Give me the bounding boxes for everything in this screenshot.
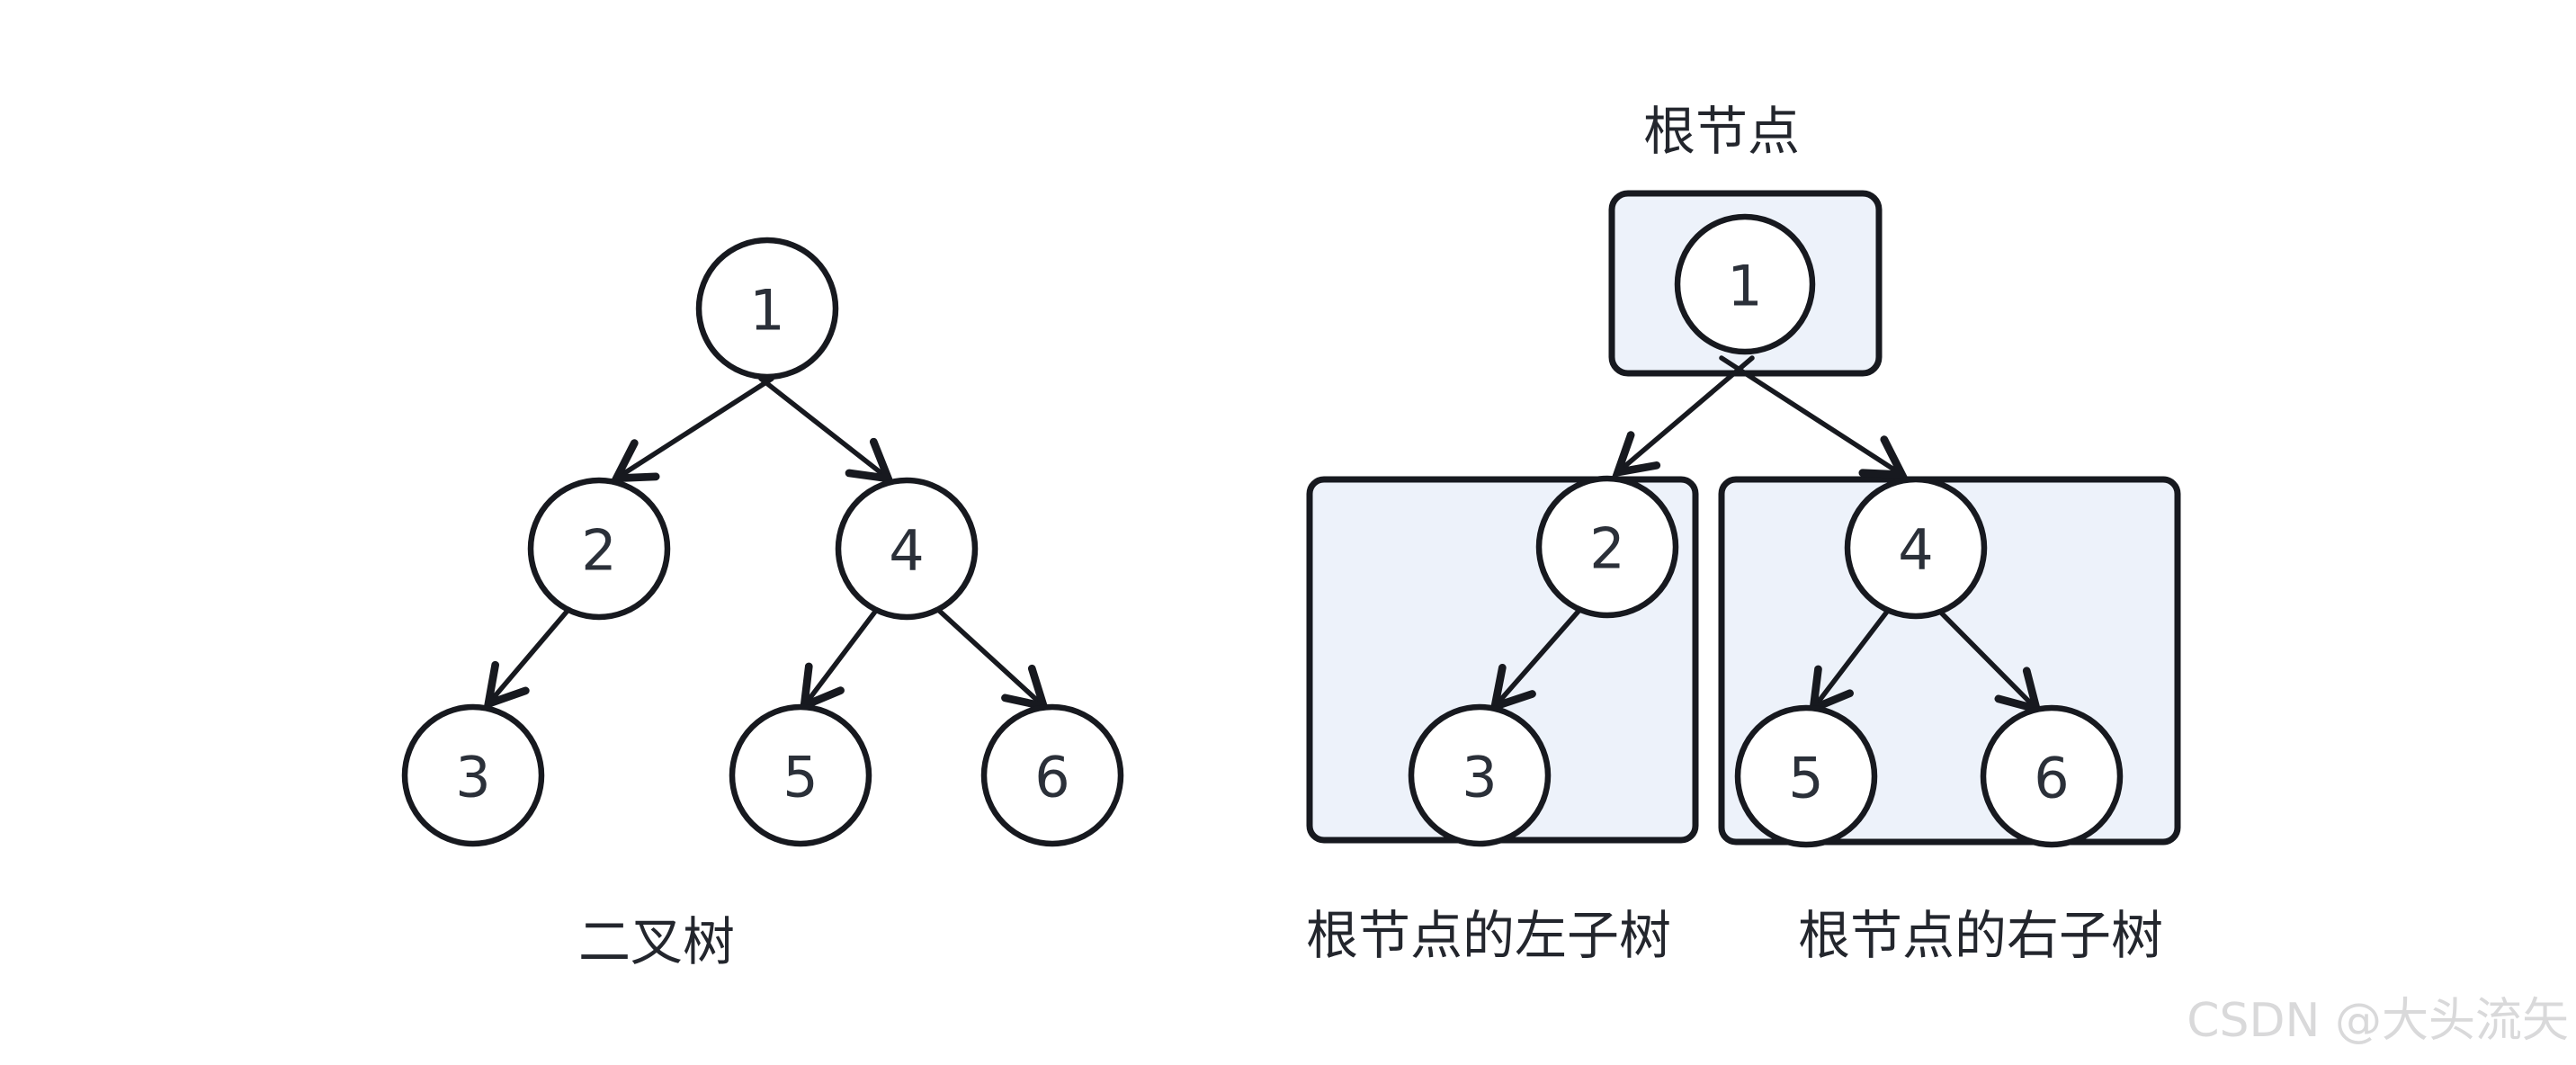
edge-2-3 [483, 603, 575, 710]
node-value-1: 1 [749, 278, 784, 344]
tree-node-6 [1980, 704, 2124, 848]
node-value-1: 1 [1727, 254, 1762, 319]
edge-4-5 [1808, 609, 1890, 715]
right-subtree-label: 根节点的右子树 [1798, 905, 2163, 966]
edge-1-2 [610, 376, 774, 483]
tree-node-3 [1408, 703, 1552, 847]
left-tree-diagram: 1 2 4 3 5 6 二叉树 [401, 237, 1124, 972]
tree-node-1 [1674, 213, 1816, 355]
tree-node-1 [695, 237, 839, 380]
node-value-5: 5 [1788, 746, 1823, 811]
edge-4-6 [934, 605, 1050, 711]
tree-node-2 [1535, 475, 1679, 619]
right-tree-diagram: 根节点 1 2 3 4 5 6 根节点的 [1306, 101, 2181, 966]
node-value-4: 4 [1898, 517, 1933, 583]
tree-node-3 [401, 703, 545, 847]
node-value-2: 2 [581, 518, 616, 584]
edge-1-4 [758, 376, 895, 484]
tree-node-2 [527, 477, 671, 621]
edge-4-6 [1936, 607, 2043, 715]
root-label: 根节点 [1643, 101, 1800, 162]
edge-root-rightsubtree [1719, 355, 1909, 479]
tree-node-4 [1844, 476, 1988, 620]
tree-node-5 [729, 703, 872, 847]
node-value-3: 3 [455, 745, 490, 810]
edge-4-5 [799, 605, 881, 712]
node-value-6: 6 [1034, 745, 1069, 810]
tree-node-4 [835, 477, 979, 621]
node-value-5: 5 [783, 745, 818, 810]
edge-root-leftsubtree [1612, 355, 1755, 478]
node-value-6: 6 [2034, 746, 2069, 811]
csdn-watermark: CSDN @大头流矢 [2187, 994, 2569, 1048]
node-value-3: 3 [1462, 745, 1497, 810]
left-diagram-caption: 二叉树 [578, 911, 735, 972]
tree-node-6 [980, 703, 1124, 847]
tree-node-5 [1734, 704, 1878, 848]
edge-2-3 [1489, 605, 1584, 712]
node-value-2: 2 [1589, 516, 1624, 582]
left-subtree-label: 根节点的左子树 [1306, 905, 1671, 966]
node-value-4: 4 [889, 518, 924, 584]
